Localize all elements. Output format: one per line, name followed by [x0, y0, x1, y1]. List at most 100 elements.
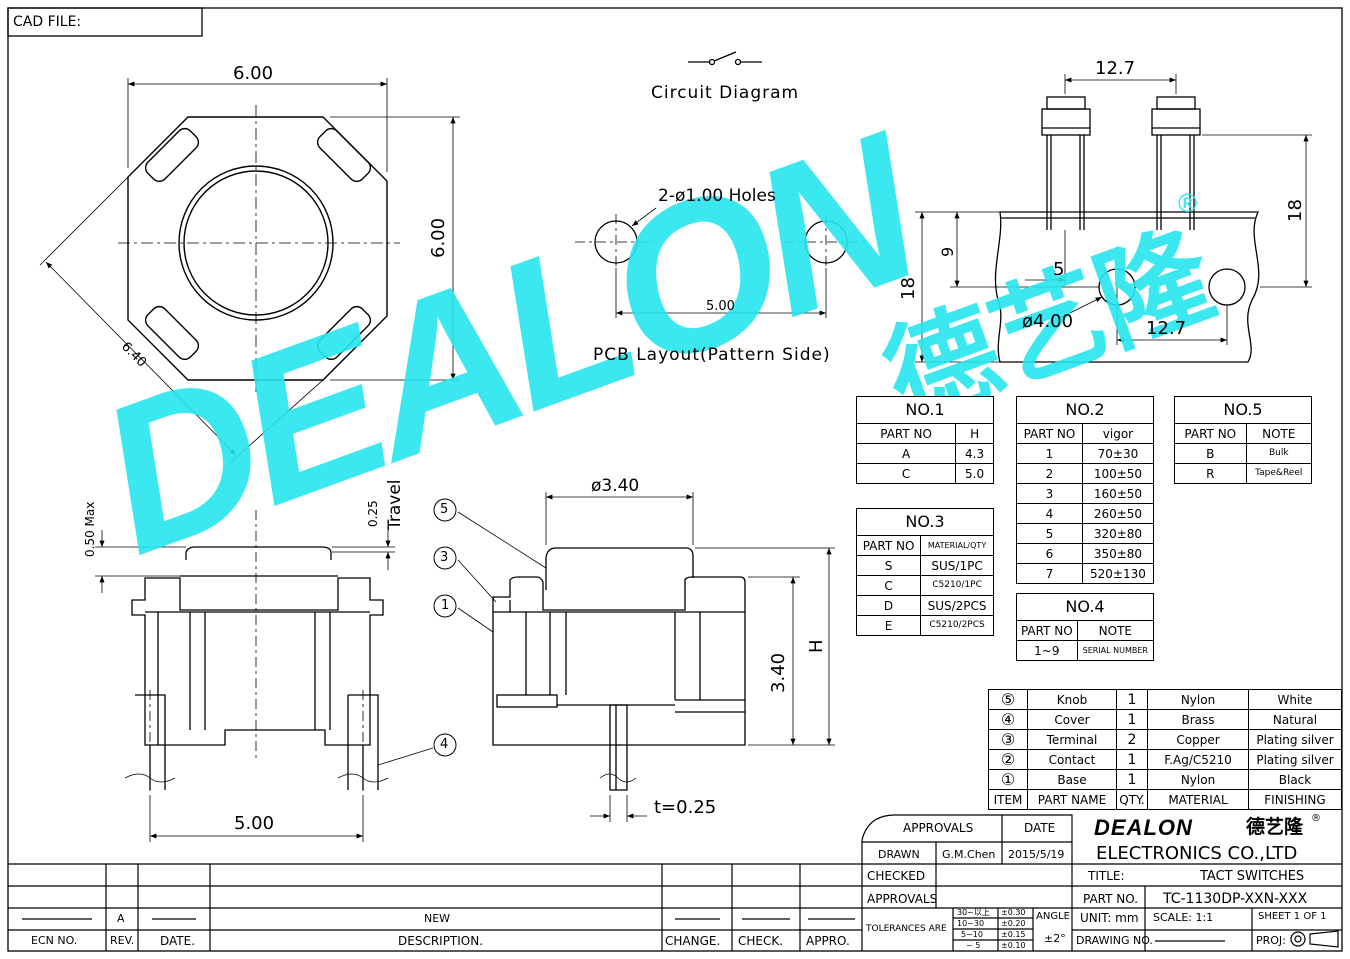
table-cell: B: [1174, 443, 1247, 464]
rev-label-check: CHECK.: [738, 934, 784, 948]
rev-label-appro: APPRO.: [806, 934, 850, 948]
cad-file-label: CAD FILE:: [13, 14, 82, 30]
side-pin-right: [348, 694, 379, 790]
bom-item: ③: [988, 729, 1028, 750]
callout-3-digit: 3: [440, 550, 449, 565]
tb-title-value: TACT SWITCHES: [1200, 869, 1305, 884]
circuit-symbol: [688, 51, 762, 66]
table-header: NOTE: [1245, 423, 1313, 444]
front-body: [492, 576, 746, 746]
top-view: [39, 78, 460, 464]
bom-material: Nylon: [1147, 689, 1249, 710]
tb-part-no-label: PART NO.: [1083, 892, 1139, 906]
callout-5-digit: 5: [440, 502, 449, 517]
bom-row: ⑤ Knob 1 Nylon White: [988, 689, 1342, 710]
table-cell: C5210/1PC: [920, 575, 994, 596]
callout-1-digit: 1: [441, 598, 450, 613]
table-cell: C: [855, 575, 922, 596]
front-body-height: 3.40: [768, 652, 789, 693]
rev-label-date: DATE.: [160, 934, 196, 948]
bom-row: ② Contact 1 F.Ag/C5210 Plating silver: [988, 749, 1342, 770]
tape-pitch-top: 12.7: [1095, 58, 1136, 79]
front-thickness: t=0.25: [654, 797, 717, 818]
table-header: PART NO: [855, 423, 957, 444]
front-knob-dia: ø3.40: [591, 476, 640, 496]
bom-name: Base: [1027, 769, 1117, 790]
table-cell: S: [855, 555, 922, 576]
bom-header-cell: PART NAME: [1027, 789, 1117, 810]
tb-sheet: SHEET 1 OF 1: [1258, 911, 1327, 922]
table-header: H: [955, 423, 994, 444]
rev-label-description: DESCRIPTION.: [398, 934, 484, 948]
tb-proj: PROJ:: [1256, 934, 1286, 947]
table-cell: 4: [1016, 503, 1083, 524]
watermark-registered: ®: [1178, 188, 1198, 218]
table-cell: 2: [1016, 463, 1083, 484]
tb-scale: SCALE: 1:1: [1153, 911, 1214, 924]
pcb-holes-label: 2-ø1.00 Holes: [658, 186, 776, 206]
table-cell: 160±50: [1081, 483, 1155, 504]
tb-drawn-by: G.M.Chen: [942, 848, 996, 861]
tb-company: ELECTRONICS CO.,LTD: [1096, 843, 1298, 864]
table-cell: 320±80: [1081, 523, 1155, 544]
tb-drawing-no: DRAWING NO.: [1076, 934, 1153, 947]
bom-name: Cover: [1027, 709, 1117, 730]
side-travel-value: 0.25: [366, 500, 380, 527]
bom-item: ⑤: [988, 689, 1028, 710]
table-cell: 4.3: [955, 443, 994, 464]
bom-item: ④: [988, 709, 1028, 730]
bom-finishing: Plating silver: [1248, 729, 1342, 750]
bom-row: ③ Terminal 2 Copper Plating silver: [988, 729, 1342, 750]
tape-dim-18-left: 18: [898, 277, 919, 300]
bom-qty: 1: [1116, 689, 1148, 710]
tb-approvals2: APPROVALS: [867, 892, 938, 906]
table-cell: Tape&Reel: [1245, 463, 1313, 484]
table-header: PART NO: [1016, 423, 1083, 444]
table-cell: 520±130: [1081, 563, 1155, 584]
bom-material: Copper: [1147, 729, 1249, 750]
tb-tolerances: TOLERANCES ARE: [866, 924, 947, 934]
rev-value: A: [117, 912, 125, 925]
tb-tol-range: 10~30: [957, 919, 985, 928]
tb-logo: DEALON: [1094, 815, 1193, 840]
table-cell: C: [855, 463, 957, 484]
tape-view: [915, 74, 1312, 363]
title-block-lines: [8, 814, 1342, 951]
callout-3: ③: [437, 549, 438, 550]
bom-header-cell: ITEM: [988, 789, 1028, 810]
taped-switch-2: [1151, 96, 1201, 230]
bom-name: Knob: [1027, 689, 1117, 710]
table-no1-title: NO.1: [856, 396, 994, 424]
tape-height-right: 18: [1285, 199, 1306, 222]
tb-tol-range: 5~10: [961, 930, 983, 939]
tb-angle: ANGLE: [1036, 911, 1070, 922]
table-no2-title: NO.2: [1016, 396, 1154, 424]
table-cell: SUS/2PCS: [920, 595, 994, 616]
table-header: PART NO: [1016, 620, 1078, 641]
front-pin: [609, 704, 628, 791]
front-knob: [545, 547, 694, 590]
table-header: MATERIAL/QTY: [920, 535, 994, 556]
bom-finishing: White: [1248, 689, 1342, 710]
tb-drawn: DRAWN: [878, 848, 920, 861]
table-cell: 100±50: [1081, 463, 1155, 484]
bom-table: ⑤ Knob 1 Nylon White ④ Cover 1 Brass Nat…: [988, 689, 1342, 810]
callout-4-digit: 4: [440, 737, 449, 752]
bom-material: Brass: [1147, 709, 1249, 730]
side-travel-label: Travel: [385, 479, 405, 530]
bom-item: ①: [988, 769, 1028, 790]
tape-dim-9: 9: [938, 246, 957, 257]
